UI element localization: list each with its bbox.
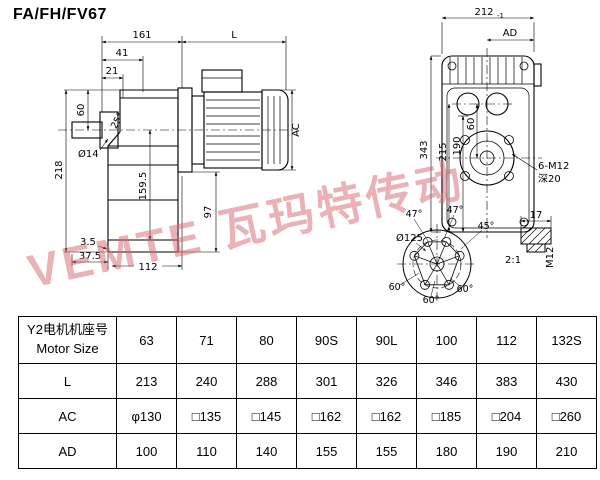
motor-size-header-cn: Y2电机机座号 xyxy=(27,322,108,338)
value-L-1: 240 xyxy=(176,363,237,399)
value-AD-1: 110 xyxy=(176,433,237,469)
dim-21: 21 xyxy=(106,66,119,77)
dim-25deg: 25° xyxy=(109,111,127,131)
dim-phi125: Ø125 xyxy=(396,232,423,244)
value-AC-2: □145 xyxy=(236,398,297,434)
motor-size-header-cell: Y2电机机座号 Motor Size xyxy=(18,316,117,364)
table-header-row: Y2电机机座号 Motor Size 63 71 80 90S 90L 100 … xyxy=(18,316,597,364)
front-view-outline xyxy=(436,48,542,238)
motor-size-header-en: Motor Size xyxy=(36,341,99,356)
value-AC-3: □162 xyxy=(296,398,357,434)
dim-218: 218 xyxy=(54,160,65,179)
dim-212-tol: -1 xyxy=(497,12,504,20)
dim-37-5: 37.5 xyxy=(79,251,101,262)
angle-45: 45° xyxy=(478,221,495,232)
detail-view xyxy=(520,216,552,253)
motor-size-80: 80 xyxy=(236,316,297,364)
angle-47-a: 47° xyxy=(406,209,423,220)
dim-112: 112 xyxy=(138,262,157,273)
motor-size-90s: 90S xyxy=(296,316,357,364)
table-row-AD: AD 100 110 140 155 155 180 190 210 xyxy=(18,433,597,469)
value-L-6: 383 xyxy=(476,363,537,399)
value-L-2: 288 xyxy=(236,363,297,399)
note-6-m12: 6-M12 xyxy=(538,161,569,172)
table-row-L: L 213 240 288 301 326 346 383 430 xyxy=(18,363,597,399)
dim-97: 97 xyxy=(203,206,214,219)
value-L-5: 346 xyxy=(416,363,477,399)
dim-m12: M12 xyxy=(545,247,556,268)
spec-table: Y2电机机座号 Motor Size 63 71 80 90S 90L 100 … xyxy=(18,316,597,469)
value-AD-6: 190 xyxy=(476,433,537,469)
value-AC-5: □185 xyxy=(416,398,477,434)
motor-size-132s: 132S xyxy=(536,316,597,364)
row-label-L: L xyxy=(18,363,117,399)
value-AC-4: □162 xyxy=(356,398,417,434)
dim-212: 212 xyxy=(474,7,493,18)
dimension-labels: 161 L 41 21 60 218 Ø14 25° 159.5 97 AC 3… xyxy=(54,7,569,306)
side-view-outline xyxy=(58,69,298,253)
value-L-4: 326 xyxy=(356,363,417,399)
dim-17: 17 xyxy=(530,210,543,221)
dim-215: 215 xyxy=(438,142,449,161)
motor-size-112: 112 xyxy=(476,316,537,364)
angle-60-c: 60° xyxy=(457,284,474,295)
front-view-dimensions xyxy=(429,16,538,233)
value-AC-0: φ130 xyxy=(116,398,177,434)
dim-AD: AD xyxy=(503,28,518,39)
motor-size-71: 71 xyxy=(176,316,237,364)
motor-size-90l: 90L xyxy=(356,316,417,364)
angle-60-b: 60° xyxy=(423,295,440,306)
motor-size-63: 63 xyxy=(116,316,177,364)
dim-60-front: 60 xyxy=(466,118,477,131)
dim-161: 161 xyxy=(132,30,151,41)
value-L-0: 213 xyxy=(116,363,177,399)
value-AD-5: 180 xyxy=(416,433,477,469)
motor-size-100: 100 xyxy=(416,316,477,364)
dim-3-5: 3.5 xyxy=(80,237,96,248)
value-AD-7: 210 xyxy=(536,433,597,469)
dim-L: L xyxy=(231,30,237,41)
drawing-title: FA/FH/FV67 xyxy=(13,6,107,23)
value-AD-3: 155 xyxy=(296,433,357,469)
dim-60-side: 60 xyxy=(76,104,87,117)
side-view-dimensions xyxy=(64,36,296,272)
value-L-3: 301 xyxy=(296,363,357,399)
value-AC-6: □204 xyxy=(476,398,537,434)
dim-phi14: Ø14 xyxy=(78,148,99,160)
angle-60-a: 60° xyxy=(389,282,406,293)
value-AD-4: 155 xyxy=(356,433,417,469)
value-AC-1: □135 xyxy=(176,398,237,434)
value-AC-7: □260 xyxy=(536,398,597,434)
technical-drawing: 161 L 41 21 60 218 Ø14 25° 159.5 97 AC 3… xyxy=(54,7,569,306)
value-AD-2: 140 xyxy=(236,433,297,469)
dim-159-5: 159.5 xyxy=(138,172,149,201)
angle-47-b: 47° xyxy=(447,205,464,216)
table-row-AC: AC φ130 □135 □145 □162 □162 □185 □204 □2… xyxy=(18,398,597,434)
row-label-AC: AC xyxy=(18,398,117,434)
dim-AC: AC xyxy=(291,123,302,137)
note-depth-20: 深20 xyxy=(538,173,561,185)
value-AD-0: 100 xyxy=(116,433,177,469)
dim-343: 343 xyxy=(419,140,430,159)
value-L-7: 430 xyxy=(536,363,597,399)
dim-190: 190 xyxy=(452,136,463,155)
dim-41: 41 xyxy=(116,48,129,59)
detail-scale: 2:1 xyxy=(505,255,521,266)
flange-view xyxy=(397,214,483,304)
row-label-AD: AD xyxy=(18,433,117,469)
